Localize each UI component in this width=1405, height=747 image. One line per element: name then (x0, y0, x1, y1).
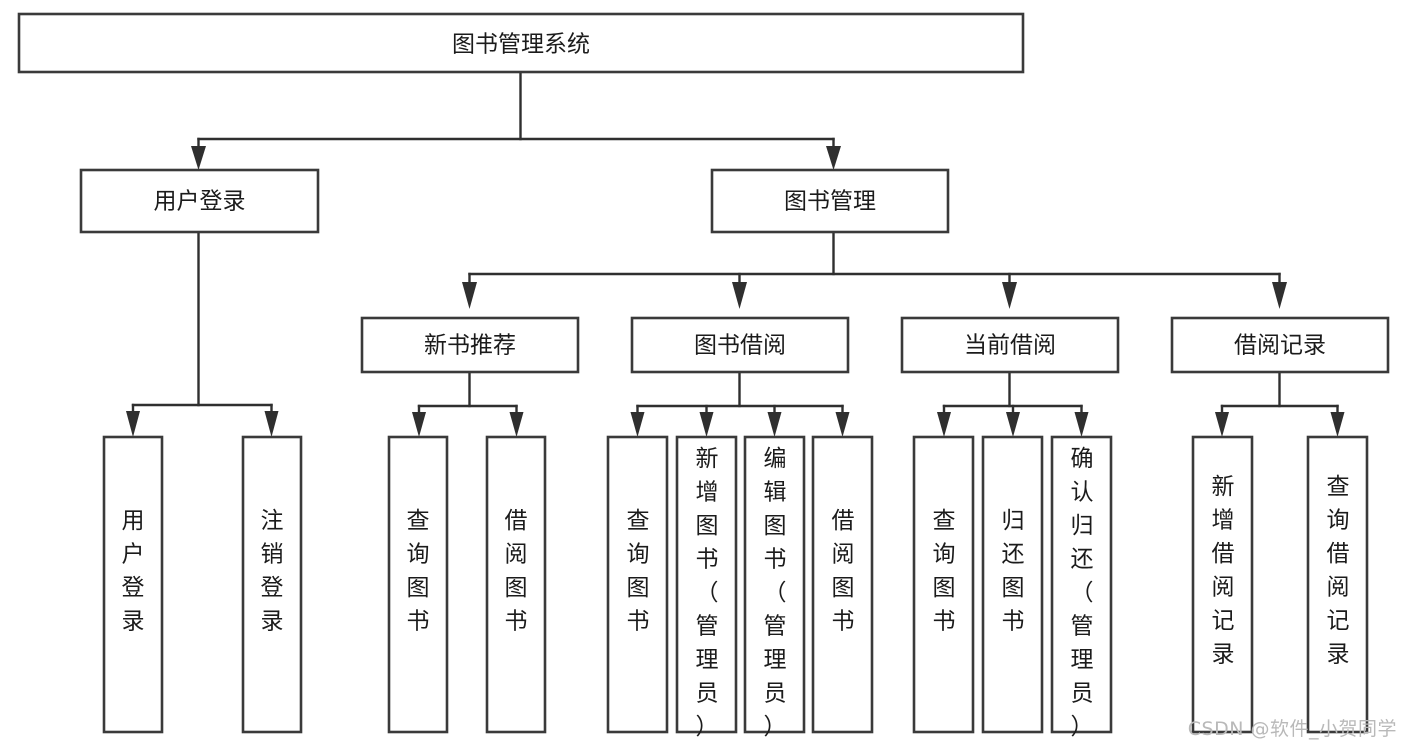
node-leaf-return-book[interactable]: 归还图书 (981, 435, 1044, 734)
arrow-cb-leaf-2 (1006, 412, 1020, 437)
node-leaf-query-book-1-box[interactable] (387, 435, 449, 734)
node-leaf-borrow-book-2-box[interactable] (811, 435, 874, 734)
node-leaf-query-book-2-box[interactable] (606, 435, 669, 734)
node-new-book-recommend-box[interactable] (360, 316, 580, 374)
node-leaf-add-book-label: 新增图书（管理员） (696, 446, 719, 740)
node-current-borrow-label: 当前借阅 (964, 333, 1056, 359)
node-book-borrow[interactable]: 图书借阅 (630, 316, 850, 374)
arrow-bm-to-borrow-record (1272, 282, 1287, 309)
arrow-bm-to-book-borrow (732, 282, 747, 309)
node-leaf-borrow-book-1-box[interactable] (485, 435, 547, 734)
node-leaf-query-book-2[interactable]: 查询图书 (606, 435, 669, 734)
arrow-nbr-leaf-2 (509, 412, 524, 437)
node-leaf-edit-book[interactable]: 编辑图书（管理员） (743, 435, 806, 740)
arrow-br-leaf-1 (1215, 412, 1229, 437)
node-root-box[interactable] (17, 12, 1025, 74)
arrow-root-to-book-manage (826, 146, 841, 170)
node-book-borrow-label: 图书借阅 (694, 333, 786, 359)
node-leaf-add-book-box[interactable] (675, 435, 738, 734)
node-leaf-query-record[interactable]: 查询借阅记录 (1306, 435, 1369, 734)
node-new-book-recommend-label: 新书推荐 (424, 333, 516, 359)
arrow-bm-to-new-book-recommend (462, 282, 477, 309)
node-new-book-recommend[interactable]: 新书推荐 (360, 316, 580, 374)
node-leaf-edit-book-label: 编辑图书（管理员） (764, 446, 787, 740)
node-leaf-add-record[interactable]: 新增借阅记录 (1191, 435, 1254, 734)
arrow-bb-leaf-3 (767, 412, 782, 437)
node-leaf-return-book-box[interactable] (981, 435, 1044, 734)
node-leaf-query-book-1-label: 查询图书 (407, 508, 430, 635)
node-leaf-edit-book-box[interactable] (743, 435, 806, 734)
arrow-nbr-leaf-1 (412, 412, 426, 437)
node-borrow-record[interactable]: 借阅记录 (1170, 316, 1390, 374)
arrow-bb-leaf-1 (630, 412, 645, 437)
node-book-manage-box[interactable] (710, 168, 950, 234)
node-user-login-label: 用户登录 (154, 189, 246, 215)
node-leaf-confirm-return[interactable]: 确认归还（管理员） (1050, 435, 1113, 740)
arrow-cb-leaf-3 (1074, 412, 1089, 437)
node-leaf-user-login-box[interactable] (102, 435, 164, 734)
node-leaf-confirm-return-label: 确认归还（管理员） (1071, 446, 1094, 740)
node-current-borrow[interactable]: 当前借阅 (900, 316, 1120, 374)
node-current-borrow-box[interactable] (900, 316, 1120, 374)
node-leaf-query-book-3-label: 查询图书 (933, 508, 956, 635)
node-leaf-confirm-return-box[interactable] (1050, 435, 1113, 734)
node-borrow-record-label: 借阅记录 (1234, 333, 1326, 359)
node-user-login[interactable]: 用户登录 (79, 168, 320, 234)
node-leaf-borrow-book-2[interactable]: 借阅图书 (811, 435, 874, 734)
node-leaf-add-record-box[interactable] (1191, 435, 1254, 734)
node-leaf-query-record-box[interactable] (1306, 435, 1369, 734)
arrow-bb-leaf-4 (835, 412, 850, 437)
node-leaf-borrow-book-2-label: 借阅图书 (832, 508, 855, 635)
node-user-login-box[interactable] (79, 168, 320, 234)
node-root-label: 图书管理系统 (452, 32, 590, 58)
node-leaf-return-book-label: 归还图书 (1002, 508, 1025, 635)
node-leaf-query-book-2-label: 查询图书 (627, 508, 650, 635)
arrow-user-login-leaf-2 (264, 411, 279, 437)
node-leaf-user-logout-box[interactable] (241, 435, 303, 734)
node-root[interactable]: 图书管理系统 (17, 12, 1025, 74)
node-leaf-borrow-book-1[interactable]: 借阅图书 (485, 435, 547, 734)
node-book-borrow-box[interactable] (630, 316, 850, 374)
edge-layer (126, 70, 1345, 437)
node-book-manage-label: 图书管理 (784, 189, 876, 215)
node-leaf-user-login-label: 用户登录 (122, 508, 145, 635)
csdn-watermark: CSDN @软件_小贺同学 (1187, 718, 1397, 740)
node-book-manage[interactable]: 图书管理 (710, 168, 950, 234)
node-leaf-add-record-label: 新增借阅记录 (1212, 474, 1235, 668)
node-leaf-query-book-1[interactable]: 查询图书 (387, 435, 449, 734)
arrow-bb-leaf-2 (699, 412, 714, 437)
arrow-root-to-user-login (191, 146, 206, 170)
node-leaf-query-record-label: 查询借阅记录 (1327, 474, 1350, 668)
node-leaf-user-logout-label: 注销登录 (261, 508, 284, 635)
node-leaf-user-login[interactable]: 用户登录 (102, 435, 164, 734)
node-borrow-record-box[interactable] (1170, 316, 1390, 374)
node-leaf-borrow-book-1-label: 借阅图书 (505, 508, 528, 635)
node-leaf-query-book-3-box[interactable] (912, 435, 975, 734)
arrow-bm-to-current-borrow (1002, 282, 1017, 309)
node-leaf-add-book[interactable]: 新增图书（管理员） (675, 435, 738, 740)
node-leaf-user-logout[interactable]: 注销登录 (241, 435, 303, 734)
node-leaf-query-book-3[interactable]: 查询图书 (912, 435, 975, 734)
arrow-user-login-leaf-1 (126, 411, 140, 437)
arrow-cb-leaf-1 (937, 412, 951, 437)
arrow-br-leaf-2 (1330, 412, 1345, 437)
